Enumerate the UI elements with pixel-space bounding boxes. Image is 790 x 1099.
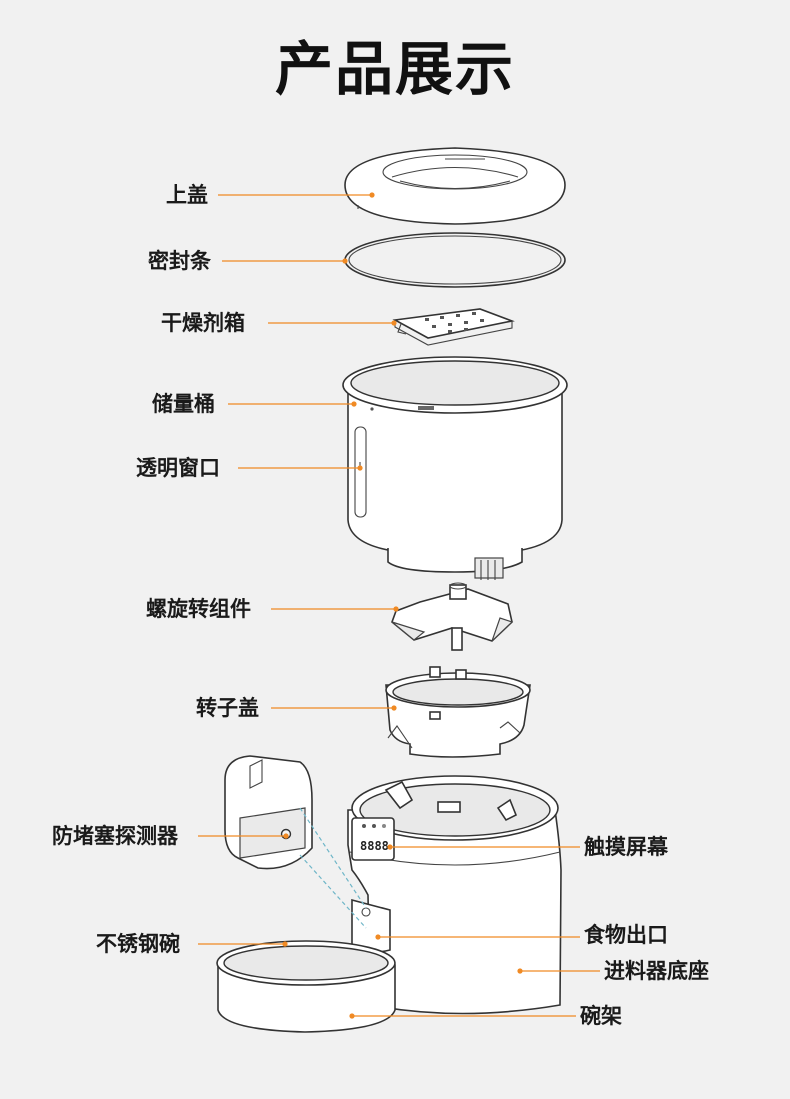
label-spiral: 螺旋转组件 xyxy=(146,596,251,622)
label-touch-screen: 触摸屏幕 xyxy=(584,834,668,860)
desiccant-drawing xyxy=(395,309,512,345)
label-rotor-cover: 转子盖 xyxy=(196,695,259,721)
detector-callout xyxy=(225,756,366,928)
label-bowl-rack: 碗架 xyxy=(580,1003,622,1029)
label-window: 透明窗口 xyxy=(136,455,220,481)
seal-drawing xyxy=(345,233,565,287)
display-digits: 8888 xyxy=(360,839,389,853)
label-desiccant: 干燥剂箱 xyxy=(161,310,245,336)
bucket-drawing xyxy=(343,357,567,580)
label-lid: 上盖 xyxy=(166,182,208,208)
label-seal: 密封条 xyxy=(148,248,211,274)
lid-drawing xyxy=(345,148,565,224)
label-outlet: 食物出口 xyxy=(584,922,668,948)
spiral-drawing xyxy=(392,583,512,650)
rotor-cover-drawing xyxy=(386,667,530,757)
bowl-drawing xyxy=(217,941,395,1032)
label-bowl: 不锈钢碗 xyxy=(96,931,180,957)
label-base: 进料器底座 xyxy=(604,958,709,984)
label-anti-clog: 防堵塞探测器 xyxy=(52,823,178,849)
label-bucket: 储量桶 xyxy=(152,391,215,417)
